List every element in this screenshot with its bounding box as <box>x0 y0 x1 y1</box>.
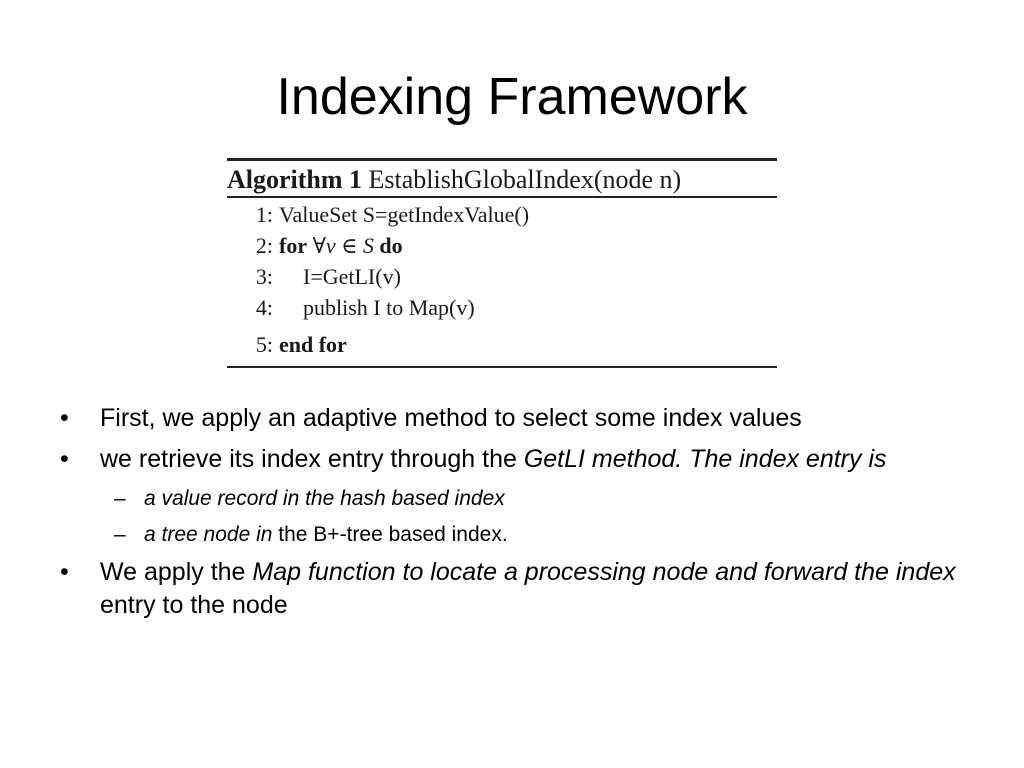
line-number: 3: <box>255 264 273 289</box>
loop-expression: ∀v ∈ S <box>312 233 374 258</box>
sub-bullet-text-italic: a value record in the hash based index <box>144 487 505 510</box>
line-text: publish I to Map(v) <box>303 295 475 320</box>
line-number: 5: <box>255 332 273 357</box>
algorithm-body: 1:ValueSet S=getIndexValue() 2:for ∀v ∈ … <box>227 198 777 368</box>
bullet-text: we retrieve its index entry through the <box>100 445 524 473</box>
line-text: I=GetLI(v) <box>303 264 401 289</box>
bullet-marker: • <box>60 558 69 586</box>
algorithm-line: 2:for ∀v ∈ S do <box>227 232 403 260</box>
bullet-text: First, we apply an adaptive method to se… <box>100 404 802 432</box>
keyword-do: do <box>379 233 403 258</box>
keyword-for: for <box>279 233 308 258</box>
bullet-text-end: entry to the node <box>100 591 288 619</box>
bullet-item: • we retrieve its index entry through th… <box>58 443 978 476</box>
algorithm-line: 5:end for <box>227 331 347 359</box>
bullet-text-italic: Map function to locate a processing node… <box>252 558 956 586</box>
algorithm-line: 1:ValueSet S=getIndexValue() <box>227 201 529 229</box>
line-number: 2: <box>255 233 273 258</box>
line-text: end for <box>279 332 347 357</box>
sub-bullet-marker: – <box>114 523 126 546</box>
bullet-item: • First, we apply an adaptive method to … <box>58 402 978 435</box>
algorithm-box: Algorithm 1 EstablishGlobalIndex(node n)… <box>227 158 777 368</box>
line-text: ValueSet S=getIndexValue() <box>279 202 530 227</box>
bullet-marker: • <box>60 445 69 473</box>
sub-bullet-marker: – <box>114 487 126 510</box>
algorithm-line: 4: publish I to Map(v) <box>227 294 475 322</box>
bullet-list: • First, we apply an adaptive method to … <box>58 402 978 630</box>
slide-title: Indexing Framework <box>276 68 748 126</box>
sub-bullet-text-italic: a tree node in <box>144 523 273 546</box>
bullet-text-italic: GetLI method. The index entry is <box>523 445 887 473</box>
line-number: 4: <box>255 295 273 320</box>
sub-bullet-item: – a tree node in the B+-tree based index… <box>58 520 978 549</box>
algorithm-name: EstablishGlobalIndex(node n) <box>368 165 682 194</box>
algorithm-line: 3: I=GetLI(v) <box>227 263 401 291</box>
algorithm-label: Algorithm 1 <box>227 165 363 194</box>
sub-bullet-text: the B+-tree based index. <box>272 523 508 546</box>
sub-bullet-item: – a value record in the hash based index <box>58 484 978 513</box>
bullet-text: We apply the <box>100 558 253 586</box>
line-number: 1: <box>255 202 273 227</box>
bullet-item: • We apply the Map function to locate a … <box>58 556 978 622</box>
bullet-marker: • <box>60 404 69 432</box>
algorithm-header: Algorithm 1 EstablishGlobalIndex(node n) <box>227 158 777 198</box>
